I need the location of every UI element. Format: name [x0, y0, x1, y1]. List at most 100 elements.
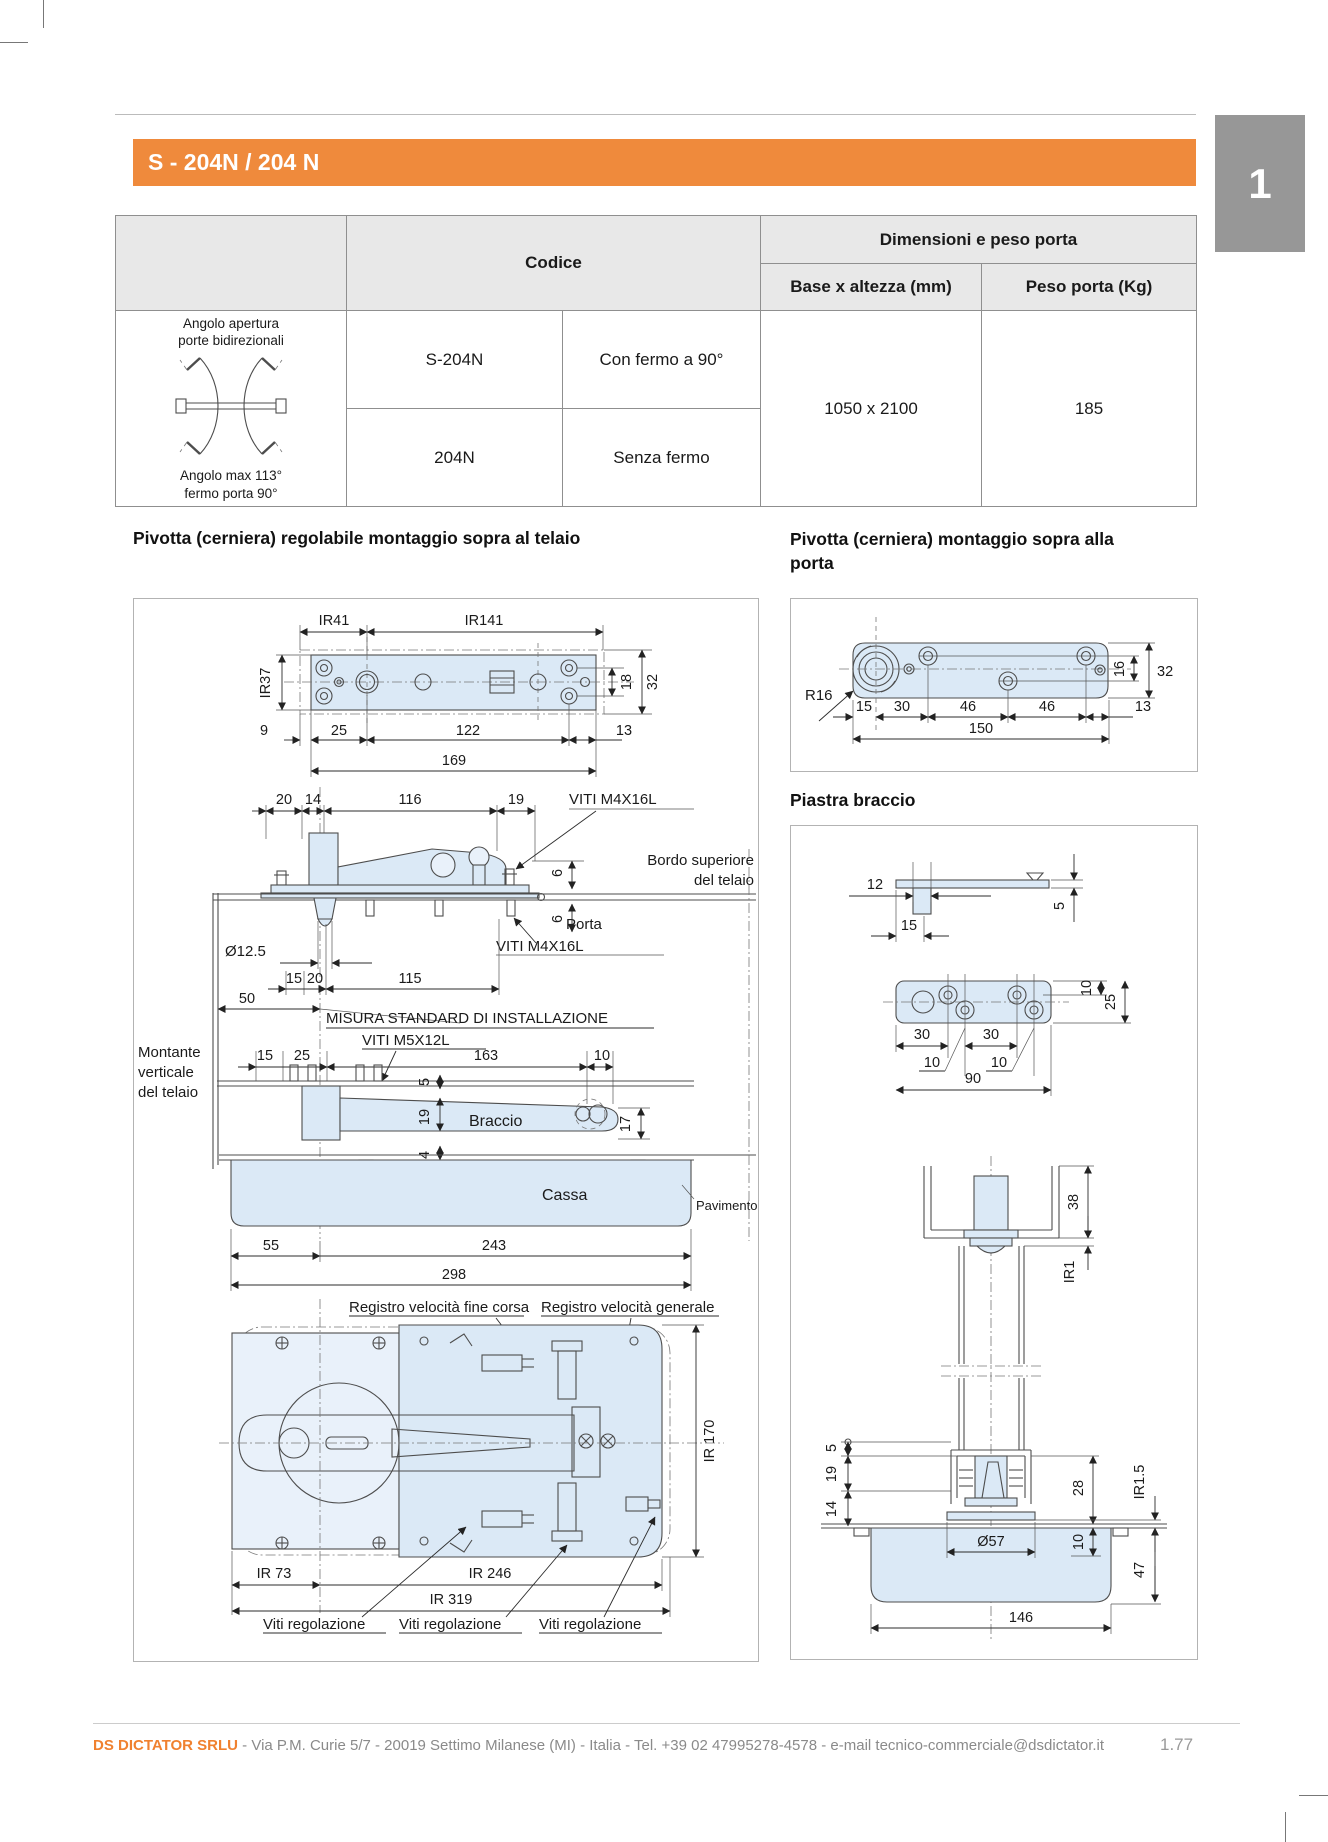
- dim-ir141: IR141: [465, 613, 504, 629]
- dim-5: 5: [417, 1078, 433, 1086]
- page-title: S - 204N / 204 N: [133, 139, 1196, 186]
- code-cell: 204N: [346, 408, 563, 507]
- section-title-piastra: Piastra braccio: [790, 790, 916, 810]
- angolo-caption-top: Angolo apertura porte bidirezionali: [178, 315, 284, 349]
- dim-25: 25: [1103, 994, 1119, 1010]
- dim-ir1-5: IR1.5: [1132, 1465, 1148, 1500]
- dim-163: 163: [474, 1048, 498, 1064]
- dim-ir73: IR 73: [257, 1566, 292, 1582]
- dim-ir37: IR37: [258, 668, 274, 699]
- dim-10c: 10: [991, 1055, 1007, 1071]
- dim-243: 243: [482, 1238, 506, 1254]
- dim-116: 116: [398, 792, 421, 808]
- crop-mark: [43, 0, 44, 28]
- table-header-peso: Peso porta (Kg): [981, 263, 1197, 311]
- piastra-box: 12 15 5 10 25 30 30 10: [790, 825, 1198, 1660]
- dim-10b: 10: [924, 1055, 940, 1071]
- dim-6-top: 6: [550, 869, 566, 877]
- label-viti-m4-top: VITI M4X16L: [569, 791, 657, 808]
- angolo-cell: Angolo apertura porte bidirezionali: [115, 310, 347, 507]
- table-header-dimensioni: Dimensioni e peso porta: [760, 215, 1197, 264]
- dim-25b: 25: [294, 1048, 310, 1064]
- label-bordo-2: del telaio: [694, 872, 754, 889]
- crop-mark: [1299, 1795, 1328, 1796]
- dim-13: 13: [1135, 699, 1151, 715]
- desc-cell: Senza fermo: [562, 408, 761, 507]
- dim-50: 50: [239, 991, 255, 1007]
- dim-5b: 5: [824, 1444, 840, 1452]
- dim-146: 146: [1009, 1610, 1033, 1626]
- label-bordo-1: Bordo superiore: [647, 852, 754, 869]
- door-plate-box: R16 15 30 46 46 13 150 16 32: [790, 598, 1198, 772]
- left-drawing-box: IR41 IR141 IR37 18 32 9 25 122 13 169: [133, 598, 759, 1662]
- dim-10: 10: [1071, 1534, 1087, 1550]
- dim-diam57: Ø57: [977, 1534, 1004, 1550]
- dim-47: 47: [1132, 1562, 1148, 1578]
- dim-diam-12-5: Ø12.5: [225, 943, 266, 960]
- dim-r16: R16: [805, 687, 833, 704]
- table-header-empty: [115, 215, 347, 311]
- dim-32: 32: [645, 674, 661, 690]
- dim-90: 90: [965, 1071, 981, 1087]
- dim-20: 20: [276, 792, 292, 808]
- door-mount-pivot-drawing: R16 15 30 46 46 13 150 16 32: [805, 617, 1173, 744]
- dim-55: 55: [263, 1238, 279, 1254]
- dim-15: 15: [856, 699, 872, 715]
- dim-25: 25: [331, 723, 347, 739]
- dim-32: 32: [1157, 664, 1173, 680]
- dim-30b: 30: [983, 1027, 999, 1043]
- dim-169: 169: [442, 753, 466, 769]
- top-rule: [115, 114, 1196, 115]
- label-porta: Porta: [566, 916, 603, 933]
- label-viti-regolazione-1: Viti regolazione: [263, 1616, 365, 1633]
- dim-18: 18: [619, 674, 635, 690]
- frame-mount-pivot-drawing: IR41 IR141 IR37 18 32 9 25 122 13 169: [138, 613, 757, 1634]
- dim-38: 38: [1066, 1194, 1082, 1210]
- label-montante-2: verticale: [138, 1064, 194, 1081]
- footer-company: DS DICTATOR SRLU: [93, 1737, 238, 1754]
- label-montante-3: del telaio: [138, 1084, 198, 1101]
- label-viti-m4-bottom: VITI M4X16L: [496, 938, 584, 955]
- label-cassa: Cassa: [542, 1187, 587, 1204]
- footer: DS DICTATOR SRLU - Via P.M. Curie 5/7 - …: [93, 1737, 1133, 1754]
- label-montante-1: Montante: [138, 1044, 201, 1061]
- dim-46a: 46: [960, 699, 976, 715]
- dim-150: 150: [969, 721, 993, 737]
- table-header-codice: Codice: [346, 215, 761, 311]
- dim-30a: 30: [914, 1027, 930, 1043]
- dim-ir170: IR 170: [702, 1420, 718, 1463]
- dim-17: 17: [618, 1116, 634, 1132]
- dim-ir319: IR 319: [430, 1592, 473, 1608]
- section-title-right: Pivotta (cerniera) montaggio sopra alla …: [790, 529, 1114, 573]
- dim-ir1: IR1: [1062, 1261, 1078, 1284]
- dim-13: 13: [616, 723, 632, 739]
- section-title-left: Pivotta (cerniera) regolabile montaggio …: [133, 528, 581, 548]
- label-viti-regolazione-3: Viti regolazione: [539, 1616, 641, 1633]
- dim-46b: 46: [1039, 699, 1055, 715]
- dim-14: 14: [305, 792, 321, 808]
- label-viti-m5: VITI M5X12L: [362, 1032, 450, 1049]
- dim-298: 298: [442, 1267, 466, 1283]
- spec-table: Codice Dimensioni e peso porta Base x al…: [115, 215, 1197, 507]
- dim-20b: 20: [307, 971, 323, 987]
- base-value-cell: 1050 x 2100: [760, 310, 982, 507]
- crop-mark: [0, 42, 28, 43]
- angolo-caption-bottom: Angolo max 113° fermo porta 90°: [180, 468, 282, 501]
- dim-19: 19: [508, 792, 524, 808]
- dim-15: 15: [901, 918, 917, 934]
- dim-10: 10: [594, 1048, 610, 1064]
- dim-14: 14: [824, 1501, 840, 1517]
- label-registro-fine: Registro velocità fine corsa: [349, 1299, 530, 1316]
- piastra-braccio-drawing: 12 15 5 10 25 30 30 10: [821, 854, 1167, 1641]
- dim-9: 9: [260, 723, 268, 739]
- dim-5: 5: [1052, 902, 1068, 910]
- code-cell: S-204N: [346, 310, 563, 409]
- desc-cell: Con fermo a 90°: [562, 310, 761, 409]
- label-registro-generale: Registro velocità generale: [541, 1299, 714, 1316]
- dim-122: 122: [456, 723, 480, 739]
- table-header-base: Base x altezza (mm): [760, 263, 982, 311]
- dim-28: 28: [1071, 1480, 1087, 1496]
- dim-10a: 10: [1079, 980, 1095, 996]
- dim-12: 12: [867, 877, 883, 893]
